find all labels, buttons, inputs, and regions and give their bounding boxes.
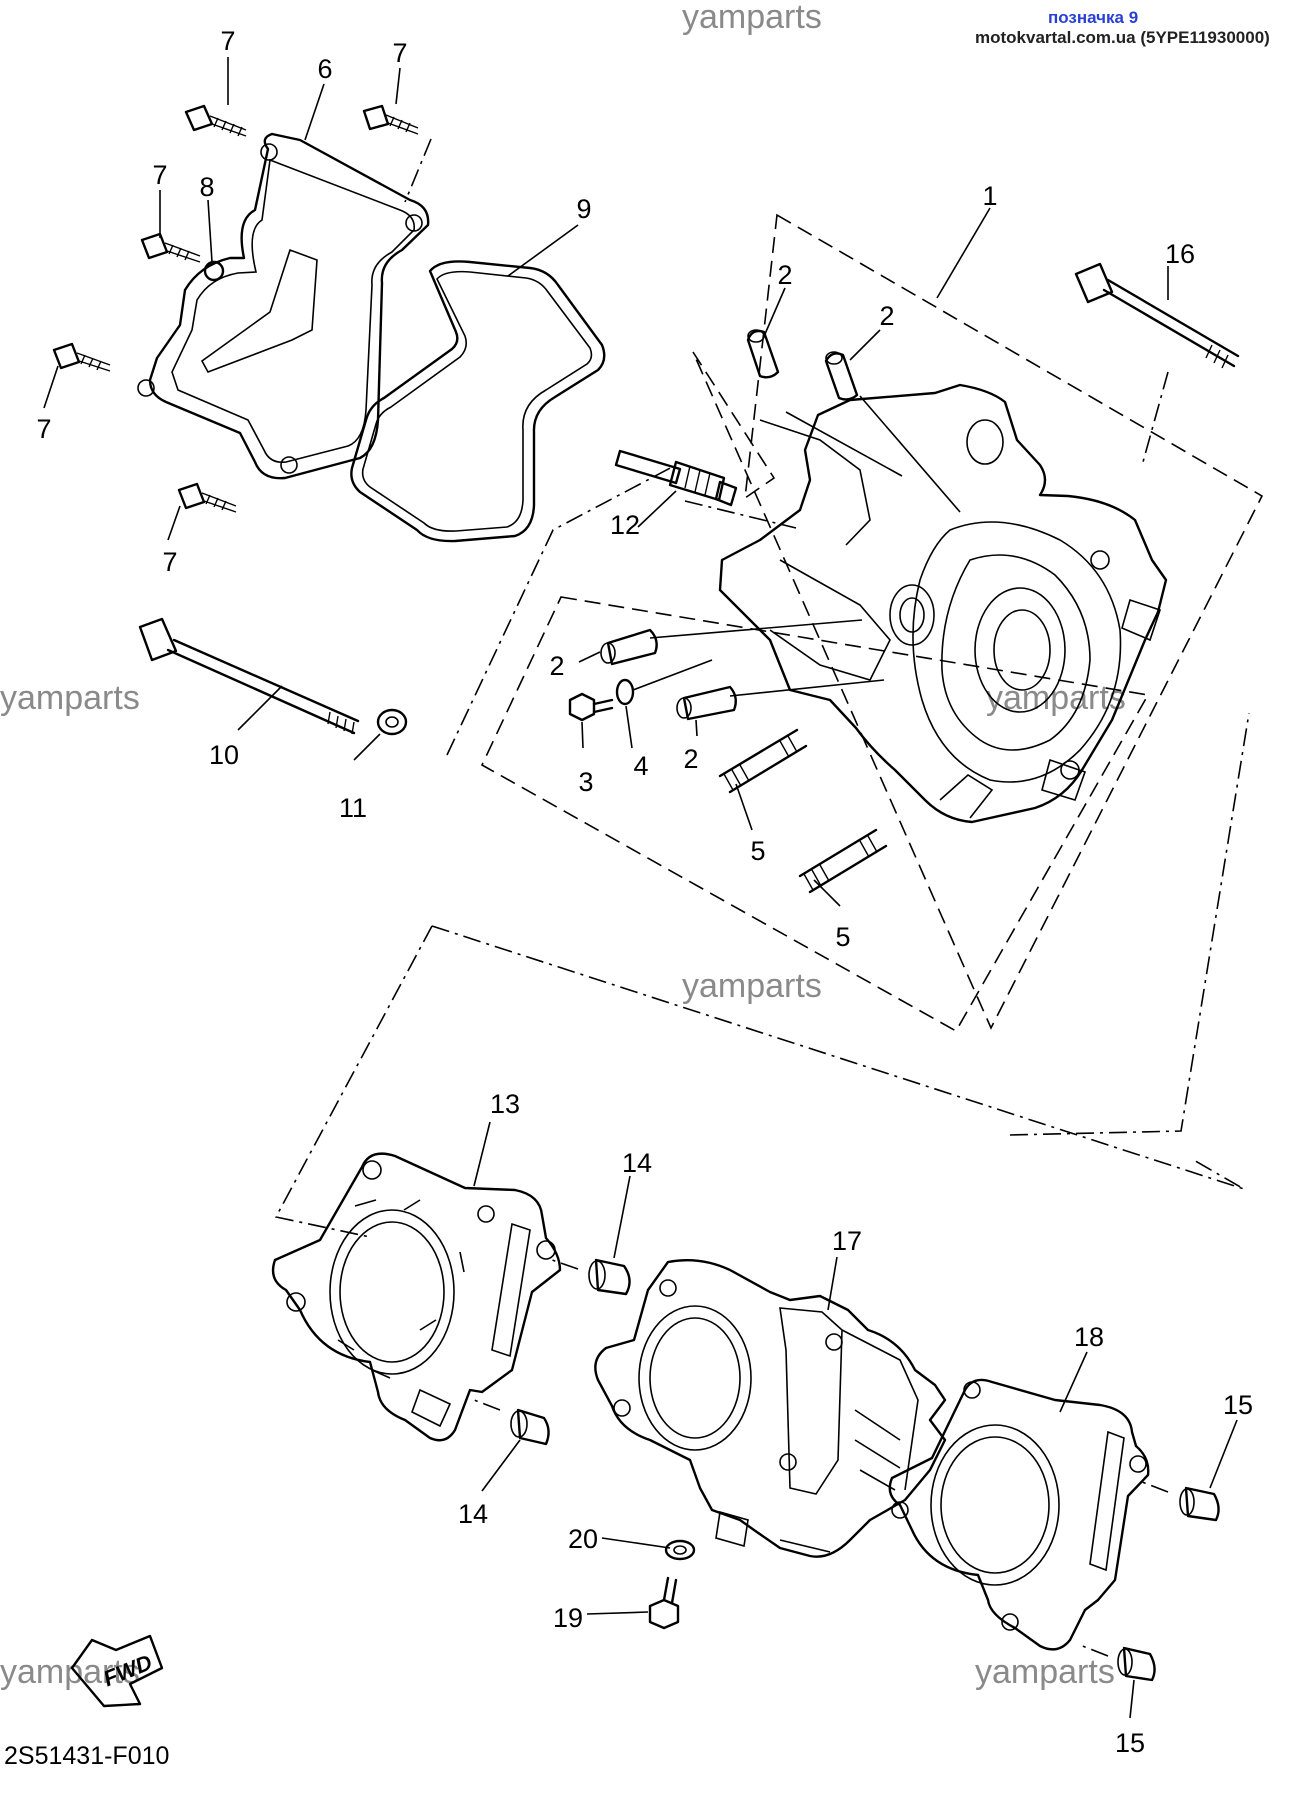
callout-19: 19 xyxy=(553,1603,583,1633)
cover-bolt-top-right xyxy=(362,104,419,135)
dowel-pin-lower xyxy=(676,685,737,721)
cylinder-bolt-washer xyxy=(664,1539,696,1561)
cylinder-dowel-upper xyxy=(588,1258,631,1296)
callout-5: 5 xyxy=(835,922,850,952)
head-subassembly-box xyxy=(480,596,1150,1033)
cover-bolt-mid-left xyxy=(140,232,201,263)
head-bolt-axis-line xyxy=(1142,371,1169,463)
watermark-center: yamparts xyxy=(682,967,822,1005)
cylinder-head-cover xyxy=(137,132,430,480)
gasket-alignment-line xyxy=(274,925,433,1238)
watermark-left: yamparts xyxy=(0,679,140,717)
callout-14: 14 xyxy=(622,1148,652,1178)
callout-18: 18 xyxy=(1074,1322,1104,1352)
cylinder-block xyxy=(594,1259,947,1558)
callout-7: 7 xyxy=(162,547,177,577)
dowel-pin-upper-left xyxy=(746,329,780,379)
callout-14: 14 xyxy=(458,1499,488,1529)
cylinder-bolt xyxy=(648,1576,680,1630)
callout-2: 2 xyxy=(879,301,894,331)
watermark-bottom-left: yamparts xyxy=(0,1653,140,1691)
head-right-alignment-line xyxy=(1009,712,1250,1136)
header-tag: позначка 9 xyxy=(1048,8,1138,27)
callout-7: 7 xyxy=(152,160,167,190)
callout-9: 9 xyxy=(576,194,591,224)
dowel-pin-upper-right xyxy=(824,351,859,401)
cylinder-dowel-lower xyxy=(510,1408,550,1446)
watermark-bottom-right: yamparts xyxy=(975,1653,1115,1691)
dowel-pin-mid xyxy=(600,628,658,666)
callout-11: 11 xyxy=(339,793,367,823)
callout-13: 13 xyxy=(490,1089,520,1119)
callout-6: 6 xyxy=(317,54,332,84)
stud-upper xyxy=(718,728,808,794)
diagram-code: 2S51431-F010 xyxy=(4,1742,169,1770)
watermark-top: yamparts xyxy=(682,0,822,36)
spark-plug xyxy=(614,449,738,507)
callout-labels: 1 2 2 2 2 3 4 5 5 6 7 7 7 7 7 8 9 10 11 … xyxy=(36,26,1253,1758)
cover-washer xyxy=(203,260,225,282)
callout-16: 16 xyxy=(1165,239,1195,269)
callout-17: 17 xyxy=(832,1226,862,1256)
head-bolt xyxy=(1074,262,1240,369)
stud-lower xyxy=(798,828,888,894)
head-small-bolt xyxy=(568,692,614,722)
callout-2: 2 xyxy=(777,260,792,290)
head-cover-gasket-inner xyxy=(361,270,593,532)
spark-plug-axis-line xyxy=(684,500,797,529)
callout-2: 2 xyxy=(683,744,698,774)
cover-bolt-bottom xyxy=(177,482,237,513)
plug-alignment-line xyxy=(446,464,677,756)
callout-15: 15 xyxy=(1115,1728,1145,1758)
callout-15: 15 xyxy=(1223,1390,1253,1420)
cylinder-alignment-line xyxy=(431,925,1245,1190)
cylinder-head-gasket xyxy=(888,1378,1150,1651)
cover-bolt-left xyxy=(52,342,111,372)
callout-2: 2 xyxy=(549,651,564,681)
cylinder-head-assembly-box xyxy=(692,213,1264,1030)
callout-20: 20 xyxy=(568,1524,598,1554)
head-gasket-dowel-lower xyxy=(1117,1646,1156,1682)
long-stud-bolt xyxy=(138,617,360,735)
stud-washer xyxy=(376,708,408,736)
callout-7: 7 xyxy=(392,38,407,68)
callout-4: 4 xyxy=(633,751,648,781)
callout-7: 7 xyxy=(36,414,51,444)
cover-bolt-top-left xyxy=(184,104,247,137)
callout-7: 7 xyxy=(220,26,235,56)
head-small-washer xyxy=(615,678,635,706)
cover-bolt-alignment-line xyxy=(404,138,432,203)
callout-12: 12 xyxy=(610,510,640,540)
callout-3: 3 xyxy=(578,767,593,797)
callout-1: 1 xyxy=(982,181,997,211)
cylinder-base-gasket xyxy=(271,1152,562,1442)
head-cover-gasket xyxy=(350,260,606,543)
head-gasket-dowel-upper xyxy=(1179,1486,1220,1522)
leader-lines xyxy=(43,57,1238,1719)
callout-5: 5 xyxy=(750,836,765,866)
callout-10: 10 xyxy=(209,740,239,770)
header-source: motokvartal.com.ua (5YPE11930000) xyxy=(975,28,1270,47)
callout-8: 8 xyxy=(199,172,214,202)
cylinder-head xyxy=(718,383,1168,824)
